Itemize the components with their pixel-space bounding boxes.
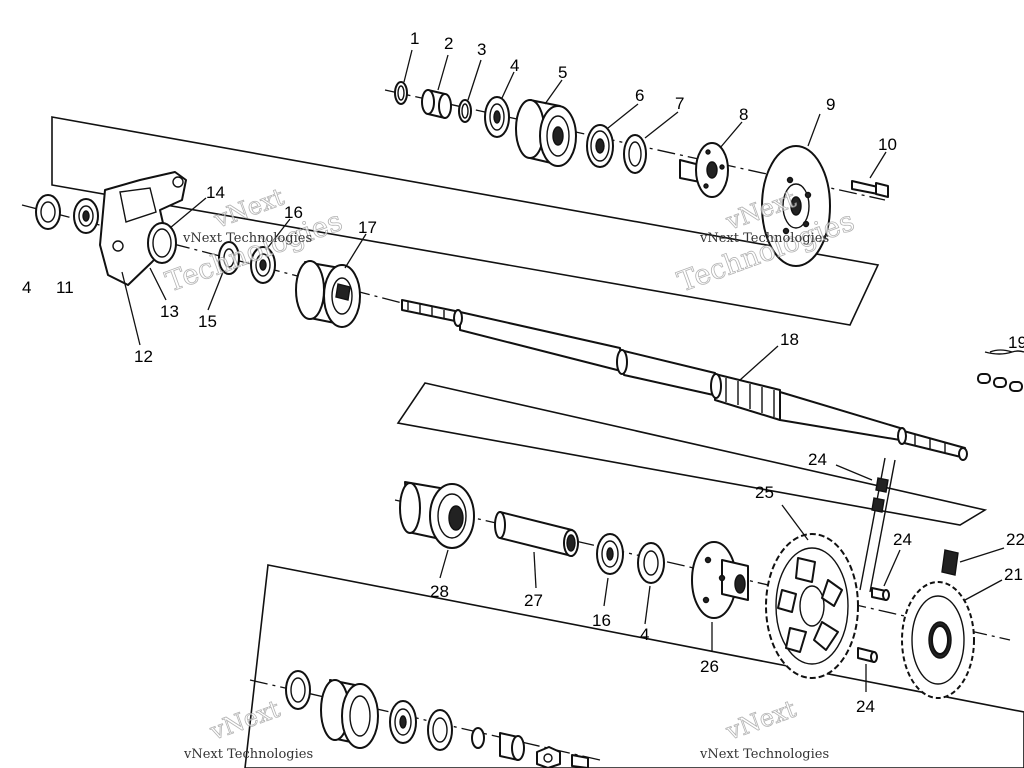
part-1-snap-ring	[394, 81, 408, 105]
part-3-o-ring	[458, 99, 472, 123]
callout-18: 18	[780, 330, 799, 349]
callout-19: 19	[1008, 333, 1024, 352]
part-6-bearing	[586, 124, 614, 168]
lower-frame	[244, 564, 1024, 768]
part-4-seal-left	[35, 194, 61, 230]
part-26-sprocket-hub	[691, 541, 749, 619]
bottom-seal	[285, 670, 311, 710]
bottom-spacer	[499, 732, 525, 761]
part-28-housing	[399, 481, 475, 549]
callout-14: 14	[206, 183, 225, 202]
callout-7: 7	[675, 94, 684, 113]
callout-23-lower: 24	[856, 697, 875, 716]
callout-13: 13	[160, 302, 179, 321]
bottom-pin	[571, 754, 589, 768]
part-24-chain	[859, 457, 896, 593]
part-15-spacer	[218, 241, 240, 275]
callout-4-left: 4	[22, 278, 31, 297]
part-23-pin-upper	[871, 587, 890, 601]
part-21-drive-sprocket	[901, 581, 975, 699]
part-11-bearing	[73, 198, 99, 234]
part-16-bearing-left	[250, 246, 276, 284]
part-23-pin-lower	[857, 647, 878, 663]
bottom-bearing-housing	[320, 679, 379, 749]
part-10-bolt	[851, 180, 889, 198]
callout-11: 11	[56, 278, 74, 297]
upper-frame	[51, 116, 880, 326]
part-7-seal	[623, 134, 647, 174]
bottom-o-ring	[471, 727, 485, 749]
callout-10: 10	[878, 135, 897, 154]
watermark-label-upper-left: vNext Technologies	[182, 231, 312, 246]
callout-27: 27	[524, 591, 543, 610]
bottom-axis	[249, 679, 601, 761]
callout-8: 8	[739, 105, 748, 124]
callout-16-left: 16	[284, 203, 303, 222]
part-25-rear-sprocket	[765, 533, 859, 679]
part-16-bearing-middle	[596, 533, 624, 575]
part-8-hub	[679, 142, 729, 198]
callout-24: 24	[808, 450, 827, 469]
callout-23-upper: 24	[893, 530, 912, 549]
callout-21: 21	[1004, 565, 1023, 584]
part-4-seal-middle	[637, 542, 665, 584]
callout-6: 6	[635, 86, 644, 105]
callout-numbers: 1 2 3 4 5 6 7 8 9 10 4 11 12 13 14 15 16…	[22, 29, 1024, 716]
part-17-carrier	[295, 260, 361, 328]
callout-15: 15	[198, 312, 217, 331]
callout-17: 17	[358, 218, 377, 237]
part-22-master-link	[941, 549, 959, 576]
watermark-label-lower-right: vNext Technologies	[699, 747, 829, 762]
watermark-word-lower-left: vNext	[206, 695, 284, 746]
callout-3: 3	[477, 40, 486, 59]
callout-2: 2	[444, 34, 453, 53]
callout-5: 5	[558, 63, 567, 82]
bottom-bearing	[389, 700, 417, 744]
part-27-tube	[494, 511, 579, 557]
callout-1: 1	[410, 29, 419, 48]
callout-25: 25	[755, 483, 774, 502]
part-4-seal-top	[484, 96, 510, 138]
callout-12: 12	[134, 347, 153, 366]
callout-4-top: 4	[510, 56, 519, 75]
watermark-label-lower-left: vNext Technologies	[183, 747, 313, 762]
callout-26: 26	[700, 657, 719, 676]
bottom-nut	[536, 746, 561, 768]
leader-lines	[121, 49, 1013, 692]
part-5-bearing-housing	[515, 99, 577, 167]
callout-28: 28	[430, 582, 449, 601]
part-2-spacer	[421, 89, 452, 119]
bottom-seal-2	[427, 709, 453, 751]
part-18-axle	[401, 299, 968, 461]
middle-frame	[396, 382, 988, 526]
callout-4-middle: 4	[640, 625, 649, 644]
watermark-label-upper-right: vNext Technologies	[699, 231, 829, 246]
callout-22: 22	[1006, 530, 1024, 549]
callout-9: 9	[826, 95, 835, 114]
watermark-word-lower-right: vNext	[722, 695, 800, 746]
part-9-brake-disc	[761, 145, 831, 267]
part-19-chain-links	[977, 350, 1024, 392]
callout-16-middle: 16	[592, 611, 611, 630]
part-14-bearing-ring	[147, 222, 177, 264]
